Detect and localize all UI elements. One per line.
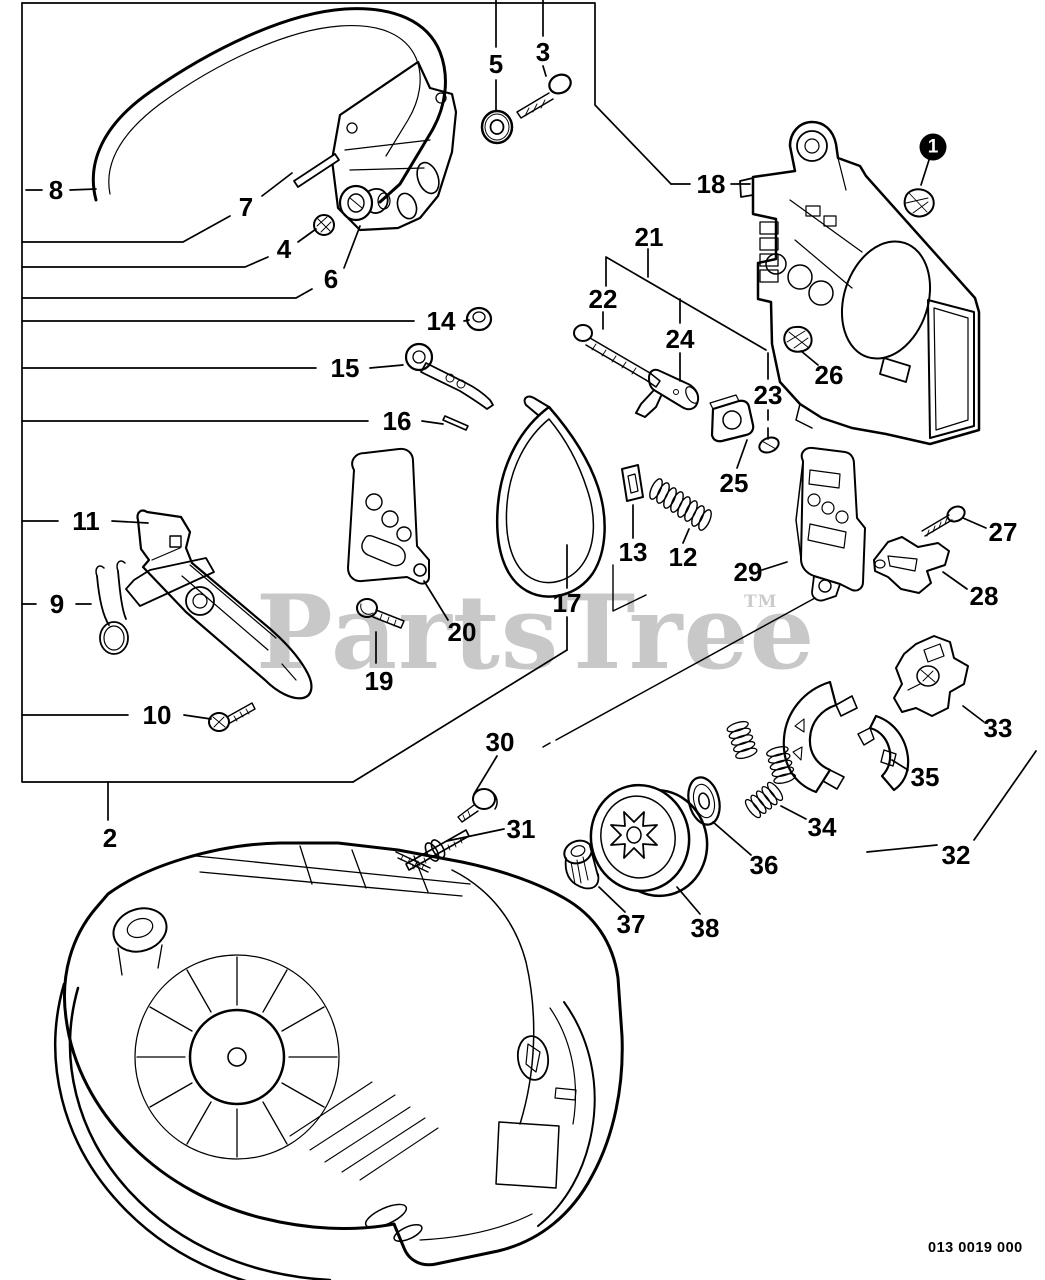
callout-30[interactable]: 30	[485, 727, 515, 757]
figure-code: 013 0019 000	[928, 1240, 1023, 1256]
plate-parts	[347, 446, 966, 629]
flywheel-fins	[136, 956, 338, 1158]
callout-25[interactable]: 25	[719, 468, 749, 498]
watermark-tm: TM	[744, 592, 778, 612]
callout-4[interactable]: 4	[276, 234, 292, 264]
callout-5[interactable]: 5	[488, 49, 504, 79]
engine-drawing	[54, 841, 624, 1280]
clutch-parts	[405, 635, 969, 898]
callout-6[interactable]: 6	[323, 264, 339, 294]
chain-catcher-parts	[404, 306, 494, 431]
callout-31[interactable]: 31	[506, 814, 536, 844]
callout-24[interactable]: 24	[665, 324, 695, 354]
callout-29[interactable]: 29	[733, 557, 763, 587]
callout-1[interactable]: 1	[919, 133, 947, 161]
brake-cover-drawing	[739, 120, 981, 446]
callout-28[interactable]: 28	[969, 581, 999, 611]
callout-17[interactable]: 17	[552, 588, 582, 618]
spring-12	[649, 478, 712, 531]
callout-3[interactable]: 3	[535, 37, 551, 67]
callout-8[interactable]: 8	[48, 175, 64, 205]
callout-16[interactable]: 16	[382, 406, 412, 436]
watermark-text: PartsTree	[256, 573, 816, 693]
callout-38[interactable]: 38	[690, 913, 720, 943]
callout-2[interactable]: 2	[102, 823, 118, 853]
callout-15[interactable]: 15	[330, 353, 360, 383]
brake-band-drawing	[496, 395, 606, 598]
callout-19[interactable]: 19	[364, 666, 394, 696]
callout-18[interactable]: 18	[696, 169, 726, 199]
callout-12[interactable]: 12	[668, 542, 698, 572]
callout-7[interactable]: 7	[238, 192, 254, 222]
callout-20[interactable]: 20	[447, 617, 477, 647]
callout-26[interactable]: 26	[814, 360, 844, 390]
callout-33[interactable]: 33	[983, 713, 1013, 743]
callout-34[interactable]: 34	[807, 812, 837, 842]
callout-36[interactable]: 36	[749, 850, 779, 880]
callout-27[interactable]: 27	[988, 517, 1018, 547]
callout-10[interactable]: 10	[142, 700, 172, 730]
tensioner-parts	[573, 324, 813, 531]
callout-35[interactable]: 35	[910, 762, 940, 792]
callout-11[interactable]: 11	[72, 506, 100, 536]
callout-22[interactable]: 22	[588, 284, 618, 314]
callout-32[interactable]: 32	[941, 840, 971, 870]
fasteners-top	[313, 73, 572, 236]
brake-lever-parts	[95, 509, 313, 732]
callout-23[interactable]: 23	[753, 380, 783, 410]
callout-37[interactable]: 37	[616, 909, 646, 939]
callout-13[interactable]: 13	[618, 537, 648, 567]
callout-9[interactable]: 9	[49, 589, 65, 619]
callout-21[interactable]: 21	[634, 222, 664, 252]
clutch-springs-34	[726, 720, 796, 819]
callout-14[interactable]: 14	[426, 306, 456, 336]
hand-guard-drawing	[91, 7, 458, 232]
